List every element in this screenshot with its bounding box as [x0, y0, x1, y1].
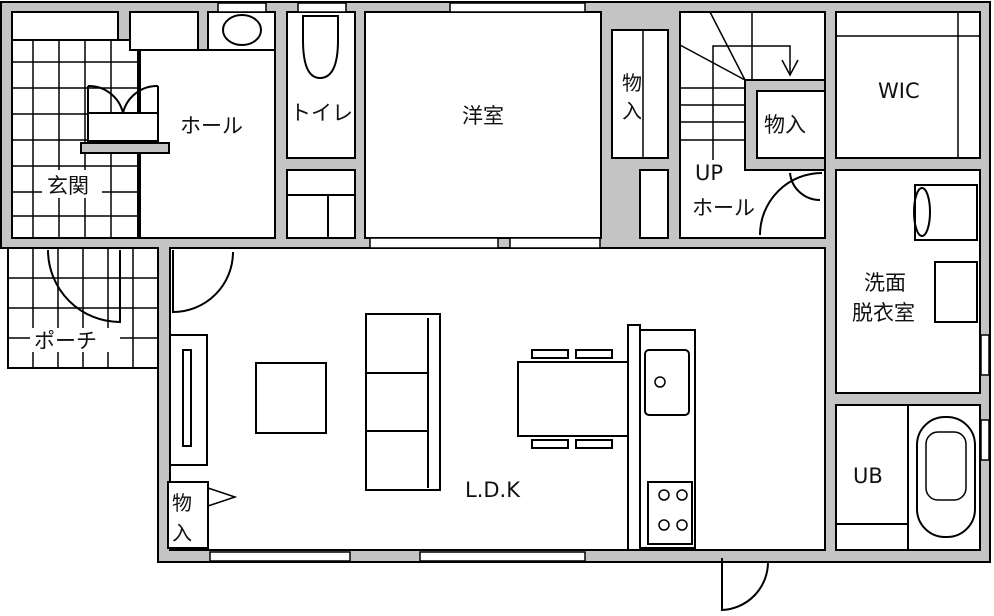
- ub-label: UB: [853, 464, 883, 488]
- bathtub-icon: [916, 416, 976, 538]
- stair-storage: [756, 90, 826, 159]
- washing-machine-icon: [914, 184, 978, 241]
- hall-cupboard: [87, 112, 159, 142]
- hall: ホール: [80, 11, 276, 239]
- hall-storage: [129, 11, 199, 51]
- ldk-storage-char1: 物: [172, 491, 192, 515]
- back-door-swing[interactable]: [721, 558, 770, 612]
- ldk-label: L.D.K: [465, 478, 521, 502]
- cupboard-door-swing[interactable]: [87, 84, 159, 114]
- unit-bath: UB: [835, 404, 981, 551]
- toilet-label: トイレ: [290, 101, 353, 125]
- porch-label: ポーチ: [34, 329, 97, 353]
- kitchen-counter: [639, 329, 696, 549]
- genkan-label: 玄関: [47, 174, 89, 198]
- stair-hall-label: ホール: [692, 196, 755, 220]
- closet-label-char2: 入: [622, 99, 642, 123]
- youshitsu: 洋室: [364, 11, 602, 239]
- ldk-storage-char2: 入: [172, 521, 192, 545]
- stair-storage-label: 物入: [764, 113, 806, 137]
- up-label: UP: [695, 161, 723, 185]
- windows: [209, 2, 990, 562]
- coffee-table: [255, 362, 327, 434]
- shoe-cabinet: [11, 11, 119, 41]
- senmen-label-line1: 洗面: [864, 271, 906, 295]
- senmen-label-line2: 脱衣室: [852, 301, 915, 325]
- ldk-storage: 物 入: [167, 481, 238, 549]
- ldk: L.D.K: [169, 247, 826, 612]
- senmen-datsuishitsu: 洗面 脱衣室: [835, 169, 981, 394]
- kitchen-sink-icon: [644, 349, 690, 416]
- toilet: トイレ: [286, 11, 356, 239]
- stove-icon: [647, 481, 693, 545]
- entrance-door-swing[interactable]: [47, 249, 121, 324]
- wic-label: WIC: [878, 79, 920, 103]
- washbasin-counter: [207, 11, 276, 51]
- ldk-door-swing[interactable]: [172, 250, 234, 314]
- toilet-icon: [302, 15, 339, 80]
- vanity: [934, 261, 978, 323]
- stairs: [679, 11, 799, 160]
- closet-label-char1: 物: [622, 71, 642, 95]
- wic: WIC: [835, 11, 981, 159]
- tv-board: [169, 334, 208, 466]
- youshitsu-label: 洋室: [462, 104, 504, 128]
- toilet-storage: [286, 169, 356, 239]
- washbasin-icon: [222, 14, 262, 46]
- door-swing[interactable]: [759, 172, 823, 236]
- stair-hall: 物入 UP ホール: [679, 11, 826, 239]
- porch: ポーチ: [7, 247, 159, 369]
- closet: 物 入: [611, 29, 669, 239]
- hall-label: ホール: [180, 114, 243, 138]
- dining-table: [517, 361, 629, 437]
